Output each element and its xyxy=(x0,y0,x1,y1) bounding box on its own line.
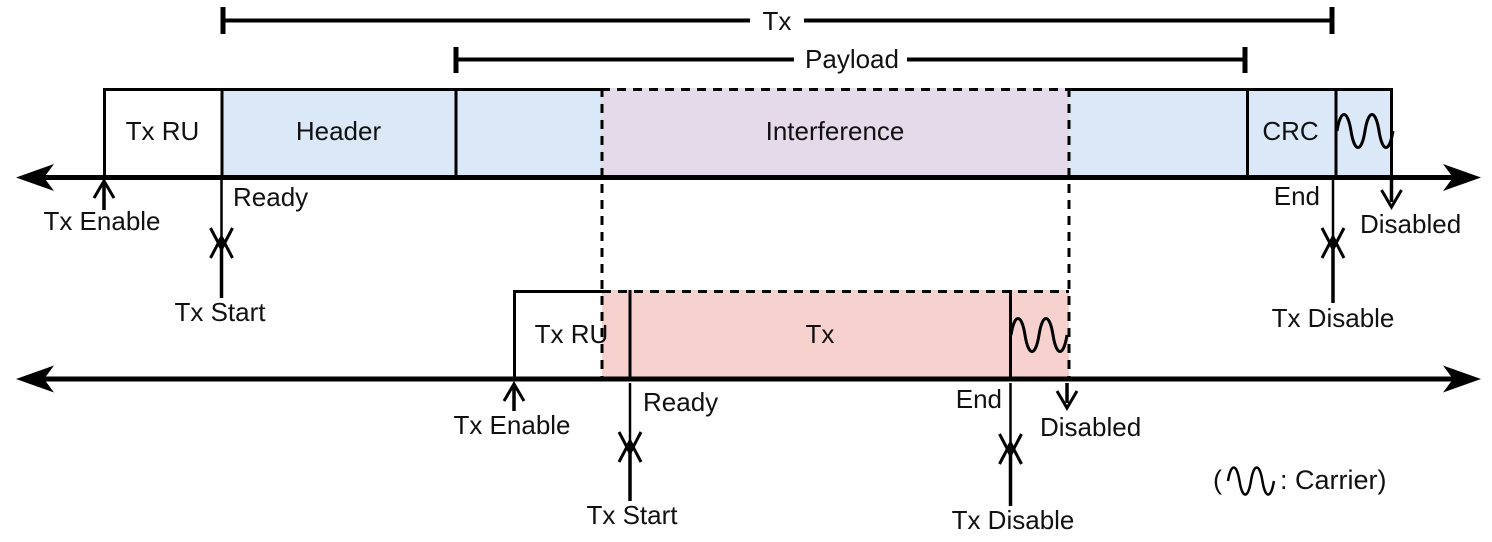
tx-ru-label-2: Tx RU xyxy=(534,318,609,349)
segment-tx-2 xyxy=(602,290,1069,378)
ready-label-2: Ready xyxy=(643,387,719,417)
tx-bracket-label: Tx xyxy=(762,6,792,36)
crc-label: CRC xyxy=(1262,116,1319,146)
tx-enable-label-2: Tx Enable xyxy=(453,410,571,440)
arrow-left-icon xyxy=(16,164,54,191)
segment-crc xyxy=(1246,88,1335,175)
tx-enable-arrow-2 xyxy=(502,381,526,411)
header-label: Header xyxy=(295,116,382,146)
disabled-arrow-1 xyxy=(1380,180,1403,210)
ready-txstart-marker-1 xyxy=(209,180,234,298)
end-label-1: End xyxy=(1273,181,1320,211)
segment-header xyxy=(222,88,455,175)
disabled-label-1: Disabled xyxy=(1360,209,1462,239)
legend-open-paren: ( xyxy=(1213,464,1222,495)
disabled-label-2: Disabled xyxy=(1040,412,1142,442)
end-txdisable-marker-2 xyxy=(998,383,1023,506)
segment-interference xyxy=(601,88,1069,175)
tx-start-label-1: Tx Start xyxy=(174,297,266,327)
carrier-legend: ( : Carrier) xyxy=(1213,460,1387,500)
tx-disable-label-1: Tx Disable xyxy=(1271,303,1395,333)
segment-tx-ru-1 xyxy=(103,88,222,175)
payload-bracket-label: Payload xyxy=(805,44,899,74)
ready-label-1: Ready xyxy=(233,182,309,212)
tx-disable-label-2: Tx Disable xyxy=(951,505,1075,535)
segment-carrier-1 xyxy=(1335,88,1393,175)
arrow-right-icon xyxy=(1443,365,1481,393)
segment-payload-pre xyxy=(455,88,601,175)
disabled-arrow-2 xyxy=(1055,383,1079,411)
segment-payload-post xyxy=(1069,88,1246,175)
tx-label-2: Tx xyxy=(805,318,835,349)
arrow-left-icon xyxy=(16,365,54,393)
end-txdisable-marker-1 xyxy=(1320,180,1346,303)
legend-text: : Carrier) xyxy=(1280,464,1387,495)
tx-ru-label-1: Tx RU xyxy=(125,116,200,146)
tx-enable-label-1: Tx Enable xyxy=(43,206,161,236)
ready-txstart-marker-2 xyxy=(617,383,643,501)
carrier-wave-icon xyxy=(1226,466,1276,496)
interference-label: Interference xyxy=(765,116,905,146)
arrow-right-icon xyxy=(1443,164,1481,191)
end-label-2: End xyxy=(955,384,1002,414)
tx-start-label-2: Tx Start xyxy=(586,500,678,530)
